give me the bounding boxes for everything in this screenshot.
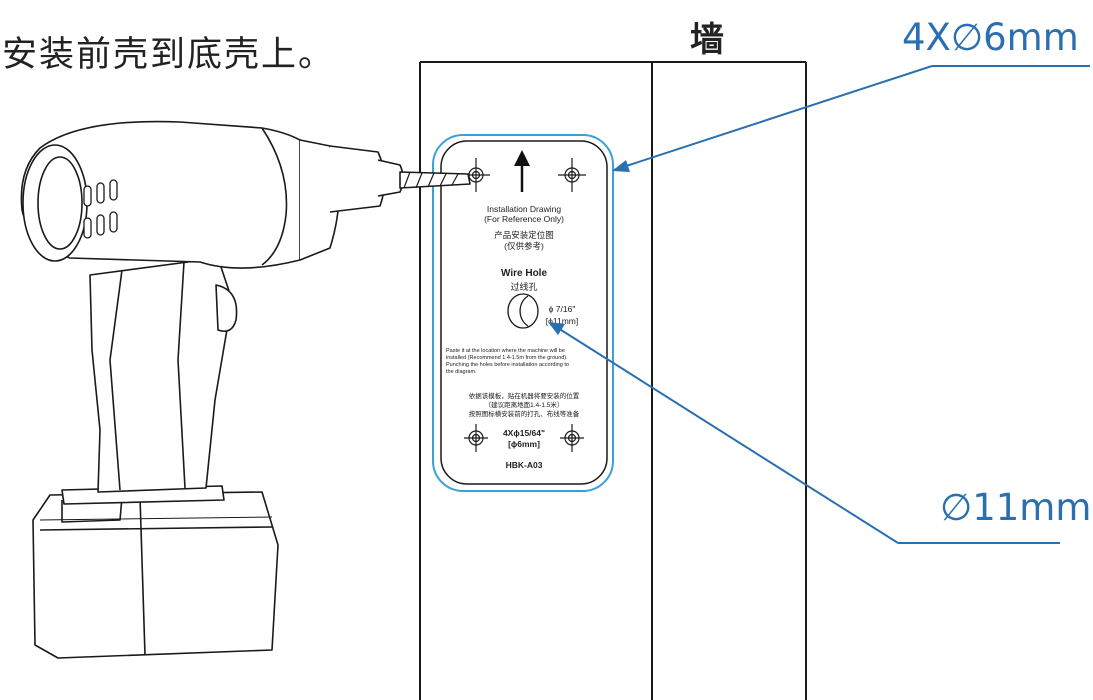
template-subtitle-cn: (仅供参考): [504, 241, 544, 251]
wire-hole-size-mm: [ϕ11mm]: [546, 316, 578, 326]
screw-hole-mark: [558, 158, 586, 192]
callout-leaders: [548, 65, 1090, 544]
screw-hole-mark: [560, 424, 584, 452]
wall: [419, 61, 807, 700]
wall-label: 墙: [690, 20, 724, 60]
note-cn-line: （建议距离地面1.4-1.5米）: [485, 400, 564, 409]
note-en-line: installed (Recommend 1.4-1.5m from the g…: [446, 355, 568, 361]
up-arrow-icon: [514, 150, 530, 192]
screw-size-mm: [ϕ6mm]: [508, 439, 540, 449]
wire-hole-size-in: ϕ 7/16": [549, 304, 576, 314]
note-en-line: Punching the holes before installation a…: [446, 362, 569, 368]
template-title-en: Installation Drawing: [487, 204, 561, 214]
wire-hole-label-cn: 过线孔: [510, 281, 537, 292]
drill-illustration: [20, 120, 471, 659]
wire-hole-label-en: Wire Hole: [501, 268, 547, 279]
mounting-template: Installation Drawing (For Reference Only…: [432, 134, 614, 492]
wire-hole-callout: ∅11mm: [940, 486, 1092, 529]
wire-hole-mark: [507, 293, 539, 329]
template-model: HBK-A03: [506, 460, 543, 470]
template-subtitle-en: (For Reference Only): [484, 214, 564, 224]
screw-hole-mark: [464, 424, 488, 452]
note-en-line: the diagram.: [446, 369, 477, 375]
note-cn-line: 按照图标横安装前的打孔、布线等准备: [469, 409, 580, 418]
screw-size-in: 4Xϕ15/64": [503, 428, 545, 438]
note-cn-line: 依据该模板，贴在机器将要安装的位置: [469, 391, 580, 400]
screw-hole-callout: 4X∅6mm: [902, 16, 1079, 59]
instruction-heading: 安装前壳到底壳上。: [2, 35, 336, 75]
template-title-cn: 产品安装定位图: [494, 230, 554, 240]
note-en-line: Paste it at the location where the machi…: [446, 348, 565, 354]
